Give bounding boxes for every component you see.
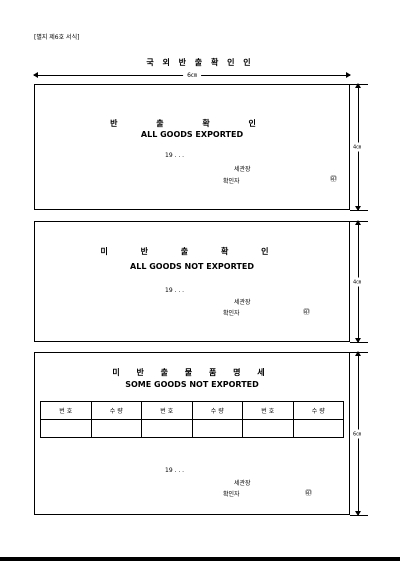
table-cell[interactable] (292, 419, 344, 438)
header-cell-number: 번 호 (141, 401, 193, 420)
header-cell-number: 번 호 (40, 401, 92, 420)
height-dimension-label: 4㎝ (353, 277, 362, 286)
date-field: 19 . . . (165, 287, 185, 294)
seal-icon: ㊞ (330, 175, 337, 183)
goods-table: 번 호 수 량 번 호 수 량 번 호 수 량 (40, 401, 344, 438)
customs-chief-label: 세관장 (234, 166, 251, 173)
box-not-exported: 미 반 출 확 인 ALL GOODS NOT EXPORTED 19 . . … (34, 221, 350, 342)
height-dimension-1: 4㎝ (353, 83, 364, 211)
confirmer-label: 확인자 (223, 310, 240, 317)
header-cell-quantity: 수 량 (191, 401, 243, 420)
arrow-up-icon (355, 83, 361, 88)
header-cell-quantity: 수 량 (292, 401, 344, 420)
arrow-down-icon (355, 206, 361, 211)
customs-chief-label: 세관장 (234, 299, 251, 306)
arrow-down-icon (355, 511, 361, 516)
confirmer-label: 확인자 (223, 491, 240, 498)
arrow-down-icon (355, 338, 361, 343)
box-title-ko: 반 출 확 인 (110, 119, 274, 128)
table-cell[interactable] (141, 419, 193, 438)
date-field: 19 . . . (165, 152, 185, 159)
arrow-right-icon (346, 72, 351, 78)
box-title-en: ALL GOODS NOT EXPORTED (130, 262, 254, 271)
arrow-left-icon (33, 72, 38, 78)
box-title-ko: 미 반 출 물 품 명 세 (112, 368, 272, 377)
width-dimension: 6㎝ (33, 70, 351, 81)
table-cell[interactable] (242, 419, 294, 438)
header-cell-number: 번 호 (242, 401, 294, 420)
table-row (40, 419, 344, 438)
box-title-en: ALL GOODS EXPORTED (140, 130, 244, 139)
height-dimension-label: 6㎝ (353, 429, 362, 438)
box-title-en: SOME GOODS NOT EXPORTED (125, 380, 259, 389)
table-header-row: 번 호 수 량 번 호 수 량 번 호 수 량 (40, 401, 344, 420)
height-dimension-2: 4㎝ (353, 220, 364, 343)
seal-icon: ㊞ (305, 489, 312, 497)
footer-divider (0, 557, 400, 561)
height-dimension-label: 4㎝ (353, 142, 362, 152)
table-cell[interactable] (40, 419, 92, 438)
form-label: [별지 제6호 서식] (34, 34, 80, 41)
date-field: 19 . . . (165, 467, 185, 474)
document-title: 국 외 반 출 확 인 인 (146, 58, 254, 67)
arrow-up-icon (355, 351, 361, 356)
height-dimension-3: 6㎝ (353, 351, 364, 516)
seal-icon: ㊞ (303, 308, 310, 316)
customs-chief-label: 세관장 (234, 480, 251, 487)
box-some-not-exported: 미 반 출 물 품 명 세 SOME GOODS NOT EXPORTED 번 … (34, 352, 350, 515)
box-title-ko: 미 반 출 확 인 (100, 247, 284, 256)
header-cell-quantity: 수 량 (90, 401, 142, 420)
table-cell[interactable] (90, 419, 142, 438)
box-all-exported: 반 출 확 인 ALL GOODS EXPORTED 19 . . . 세관장 … (34, 84, 350, 210)
arrow-up-icon (355, 220, 361, 225)
width-dimension-label: 6㎝ (183, 70, 201, 79)
table-cell[interactable] (191, 419, 243, 438)
confirmer-label: 확인자 (223, 178, 240, 185)
